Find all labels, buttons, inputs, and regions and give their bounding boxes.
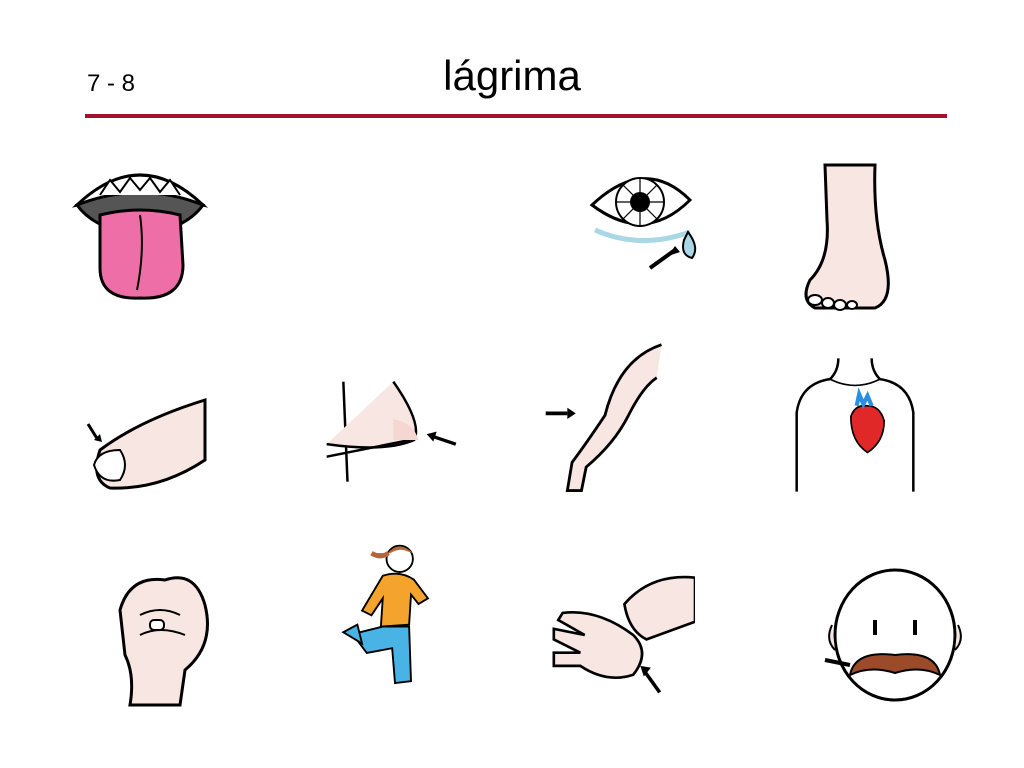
page-title: lágrima [443, 52, 581, 99]
eye-tear-icon [580, 160, 730, 320]
fingernail-icon [80, 380, 230, 540]
mouth-tongue-icon [65, 150, 215, 310]
chest-heart-icon [780, 345, 930, 505]
hand-pinch-icon [545, 555, 695, 715]
fist-icon [105, 560, 255, 720]
arm-icon [530, 340, 680, 500]
title-divider [85, 114, 947, 118]
foot-icon [795, 160, 945, 320]
page-number: 7 - 8 [87, 70, 136, 97]
mustache-face-icon [820, 560, 970, 720]
elbow-icon [310, 360, 460, 520]
running-girl-icon [320, 540, 470, 700]
